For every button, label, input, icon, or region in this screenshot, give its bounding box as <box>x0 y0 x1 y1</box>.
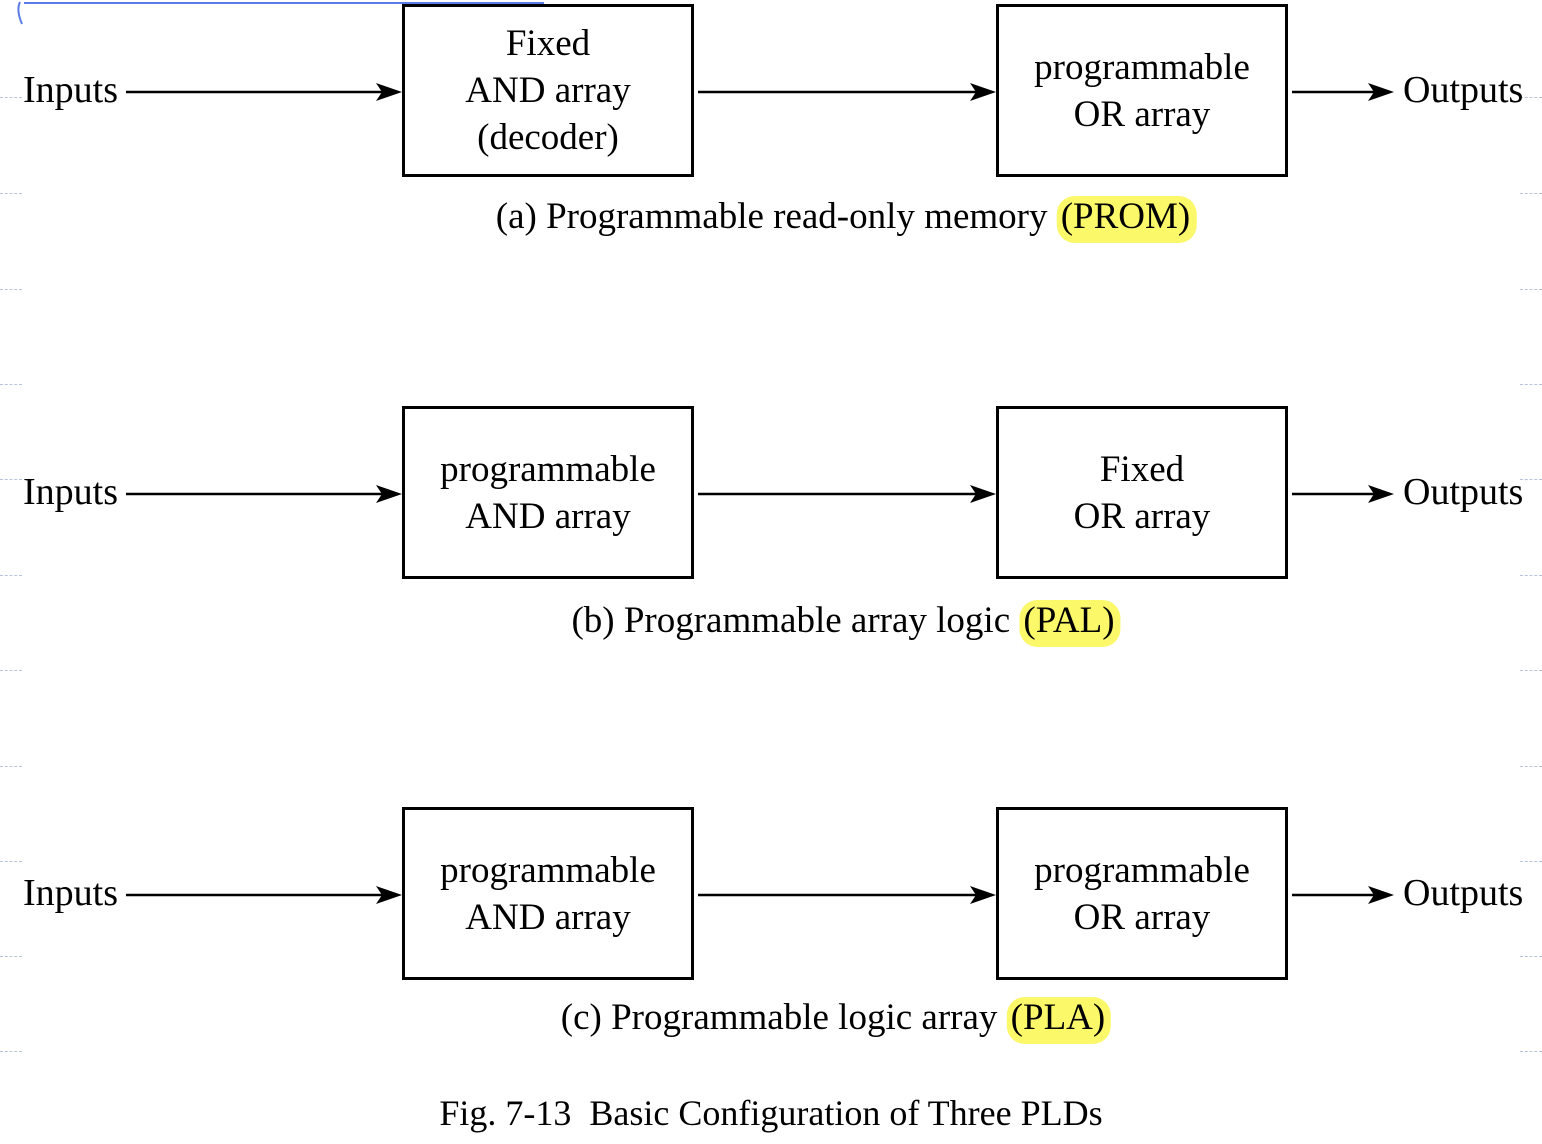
guide-dash <box>0 1051 22 1052</box>
guide-dash <box>0 97 22 98</box>
guide-dash <box>0 479 22 480</box>
guide-dash <box>0 289 22 290</box>
guide-dash <box>0 384 22 385</box>
block-line: OR array <box>1073 93 1211 135</box>
caption-highlight: (PLA) <box>1006 997 1112 1044</box>
block-line: AND array <box>465 896 631 938</box>
caption-text: (b) Programmable array logic <box>571 600 1020 641</box>
guide-dash <box>0 193 22 194</box>
block-line: Fixed <box>1099 448 1185 490</box>
guide-dash <box>0 956 22 957</box>
outputs-label: Outputs <box>1403 471 1524 513</box>
guide-dash <box>0 861 22 862</box>
guide-dash <box>1520 861 1542 862</box>
guide-dash <box>1520 670 1542 671</box>
guide-dash <box>1520 289 1542 290</box>
block-line: OR array <box>1073 896 1211 938</box>
caption-text: (a) Programmable read-only memory <box>495 196 1057 237</box>
input-arrow <box>126 886 402 904</box>
block-line: (decoder) <box>477 117 619 158</box>
connector-arrow <box>698 886 996 904</box>
guide-dash <box>1520 956 1542 957</box>
inputs-label: Inputs <box>23 471 118 513</box>
output-arrow <box>1292 485 1394 503</box>
caption-highlight: (PROM) <box>1056 196 1197 243</box>
block-line: AND array <box>465 70 631 111</box>
guide-dash <box>1520 97 1542 98</box>
and-array-block: Fixed AND array (decoder) <box>402 4 694 177</box>
output-arrow <box>1292 83 1394 101</box>
input-arrow <box>126 485 402 503</box>
input-arrow <box>126 83 402 101</box>
outputs-label: Outputs <box>1403 872 1524 914</box>
caption-text: (c) Programmable logic array <box>560 997 1007 1038</box>
guide-dash <box>1520 479 1542 480</box>
or-array-block: programmable OR array <box>996 4 1288 177</box>
diagram-caption: (b) Programmable array logic (PAL) <box>571 600 1121 647</box>
output-arrow <box>1292 886 1394 904</box>
connector-arrow <box>698 485 996 503</box>
block-line: programmable <box>440 849 656 891</box>
block-line: OR array <box>1073 495 1211 537</box>
block-line: Fixed <box>505 23 591 64</box>
inputs-label: Inputs <box>23 69 118 111</box>
and-array-block: programmable AND array <box>402 807 694 980</box>
or-array-block: Fixed OR array <box>996 406 1288 579</box>
guide-dash <box>1520 193 1542 194</box>
connector-arrow <box>698 83 996 101</box>
guide-dash <box>0 575 22 576</box>
block-line: AND array <box>465 495 631 537</box>
and-array-block: programmable AND array <box>402 406 694 579</box>
diagram-caption: (a) Programmable read-only memory (PROM) <box>495 196 1197 243</box>
guide-dash <box>1520 384 1542 385</box>
block-line: programmable <box>440 448 656 490</box>
guide-dash <box>1520 575 1542 576</box>
outputs-label: Outputs <box>1403 69 1524 111</box>
guide-dash <box>0 766 22 767</box>
guide-dash <box>1520 766 1542 767</box>
guide-dash <box>0 670 22 671</box>
diagram-caption: (c) Programmable logic array (PLA) <box>560 997 1112 1044</box>
block-line: programmable <box>1034 46 1250 88</box>
guide-dash <box>1520 1051 1542 1052</box>
or-array-block: programmable OR array <box>996 807 1288 980</box>
caption-highlight: (PAL) <box>1019 600 1121 647</box>
figure-title: Fig. 7-13 Basic Configuration of Three P… <box>439 1093 1103 1133</box>
inputs-label: Inputs <box>23 872 118 914</box>
block-line: programmable <box>1034 849 1250 891</box>
pen-annotation-stroke <box>17 1 544 25</box>
